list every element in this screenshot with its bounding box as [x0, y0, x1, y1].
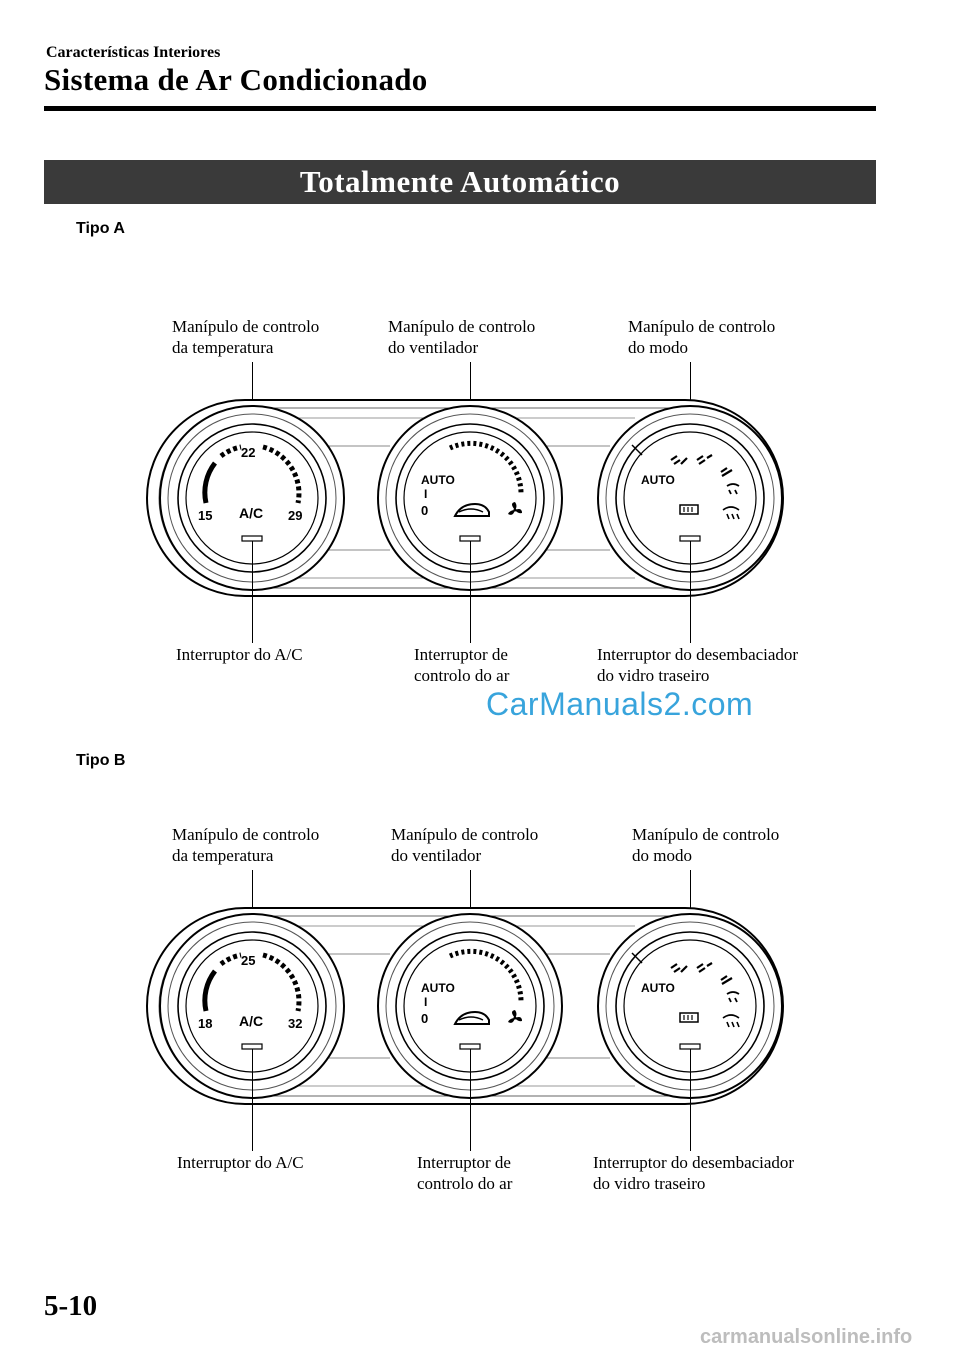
header-rule [44, 106, 876, 111]
climate-panel-a-drawing: 22 15 29 A/C AUTO I 0 [146, 399, 784, 597]
floor-defrost-icon [726, 483, 740, 495]
front-defrost-icon [722, 506, 740, 520]
temp-mid-label: 22 [241, 445, 255, 460]
mode-auto-label: AUTO [641, 981, 675, 995]
leader-line [470, 541, 472, 643]
callout-ac-switch: Interruptor do A/C [177, 1153, 304, 1172]
car-recirculation-icon [453, 502, 490, 517]
car-recirculation-icon [453, 1010, 490, 1025]
leader-line [690, 541, 692, 643]
fan-icon [508, 1010, 522, 1023]
callout-rear-defroster-switch: Interruptor do desembaciador do vidro tr… [597, 645, 799, 685]
fan-icon [508, 502, 522, 515]
watermark: CarManuals2.com [486, 686, 754, 722]
temp-min-label: 15 [198, 508, 212, 523]
callout-rear-defroster-switch: Interruptor do desembaciador do vidro tr… [593, 1153, 795, 1193]
callout-mode-dial: Manípulo de controlo do modo [628, 317, 776, 357]
ac-label: A/C [239, 1013, 263, 1029]
fan-zero-label: 0 [421, 1011, 428, 1026]
callout-temperature-dial: Manípulo de controlo da temperatura [172, 317, 320, 357]
floor-defrost-icon [726, 991, 740, 1003]
fan-i-label: I [424, 487, 427, 501]
vent-mode-icon [670, 962, 733, 985]
callout-air-intake-switch: Interruptor de controlo do ar [417, 1153, 513, 1193]
rear-defrost-icon [679, 1012, 699, 1023]
section-banner: Totalmente Automático [44, 160, 876, 204]
callout-air-intake-switch: Interruptor de controlo do ar [414, 645, 510, 685]
front-defrost-icon [722, 1014, 740, 1028]
fan-auto-label: AUTO [421, 981, 455, 995]
leader-line [690, 1049, 692, 1151]
site-watermark: carmanualsonline.info [700, 1326, 913, 1348]
callout-mode-dial: Manípulo de controlo do modo [632, 825, 780, 865]
ac-label: A/C [239, 505, 263, 521]
climate-panel-a: 22 15 29 A/C AUTO I 0 [145, 398, 785, 598]
temp-mid-label: 25 [241, 953, 255, 968]
fan-dial[interactable]: AUTO I 0 [377, 405, 563, 591]
fan-zero-label: 0 [421, 503, 428, 518]
rear-defrost-icon [679, 504, 699, 515]
fan-auto-label: AUTO [421, 473, 455, 487]
temp-min-label: 18 [198, 1016, 212, 1031]
chapter-label: Características Interiores [46, 44, 221, 61]
fan-i-label: I [424, 995, 427, 1009]
temp-max-label: 32 [288, 1016, 302, 1031]
leader-line [252, 541, 254, 643]
temp-max-label: 29 [288, 508, 302, 523]
page-title: Sistema de Ar Condicionado [44, 62, 428, 97]
mode-auto-label: AUTO [641, 473, 675, 487]
callout-ac-switch: Interruptor do A/C [176, 645, 303, 664]
climate-panel-b-drawing: 25 18 32 A/C AUTO I 0 [146, 907, 784, 1105]
callout-fan-dial: Manípulo de controlo do ventilador [388, 317, 536, 357]
leader-line [470, 1049, 472, 1151]
page-number: 5-10 [44, 1290, 98, 1322]
leader-line [252, 1049, 254, 1151]
callout-temperature-dial: Manípulo de controlo da temperatura [172, 825, 320, 865]
vent-mode-icon [670, 454, 733, 477]
climate-panel-b: 25 18 32 A/C AUTO I 0 [145, 906, 785, 1106]
type-b-label: Tipo B [76, 752, 126, 769]
type-a-label: Tipo A [76, 220, 125, 237]
callout-fan-dial: Manípulo de controlo do ventilador [391, 825, 539, 865]
